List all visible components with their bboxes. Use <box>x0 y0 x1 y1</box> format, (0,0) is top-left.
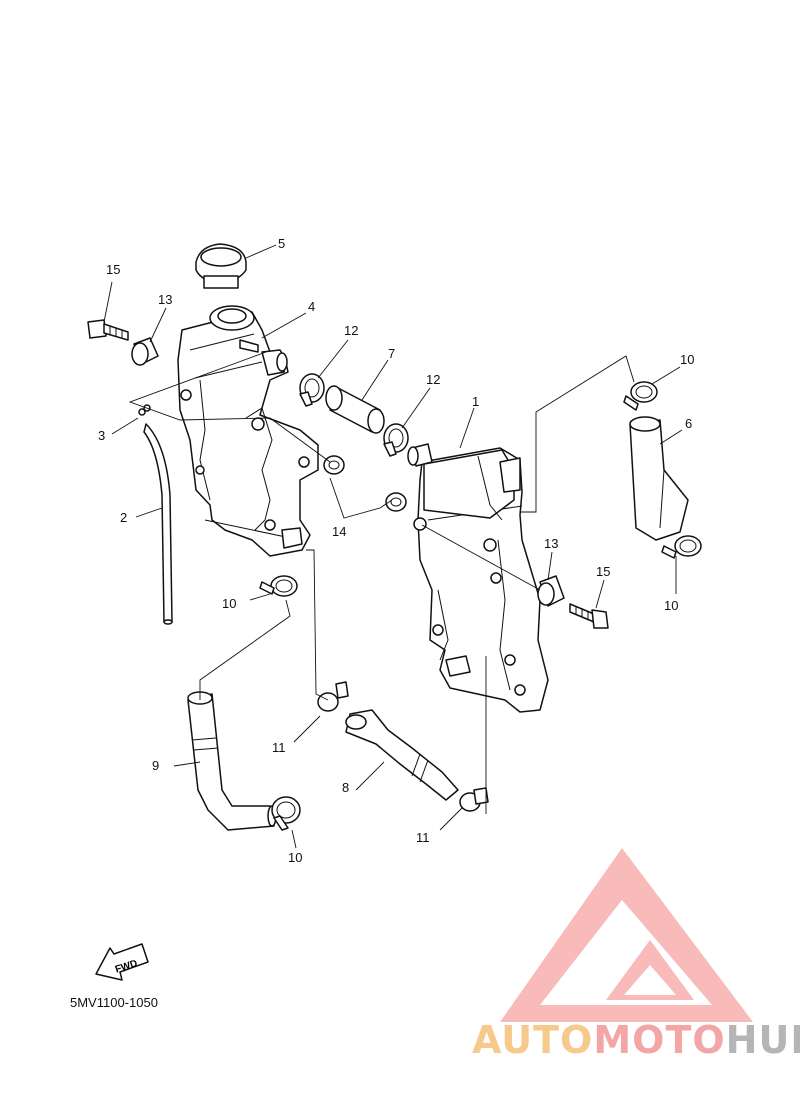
grommet-right-part <box>537 575 565 607</box>
watermark-text-moto: MOTO <box>593 1018 726 1062</box>
hose-clamp-12a-part <box>299 373 325 407</box>
callout-2: 2 <box>120 510 127 525</box>
callout-15-right: 15 <box>596 564 610 579</box>
callout-7: 7 <box>388 346 395 361</box>
callout-10-bottom: 10 <box>288 850 302 865</box>
watermark-logo-icon <box>500 848 753 1022</box>
callout-1: 1 <box>472 394 479 409</box>
callout-9: 9 <box>152 758 159 773</box>
watermark-text-hub: HUB <box>725 1018 800 1062</box>
hose-clamp-11-right-part <box>459 787 489 812</box>
callout-6: 6 <box>685 416 692 431</box>
callout-11-left: 11 <box>272 740 286 755</box>
bolt-right-part <box>569 603 609 629</box>
callout-11-right: 11 <box>416 830 430 845</box>
radiator-cap-part <box>195 243 247 289</box>
joint-hose-part <box>325 385 385 434</box>
callout-labels: 1 2 3 4 5 6 7 8 9 10 10 10 10 11 11 12 1… <box>98 236 694 865</box>
callout-15-left: 15 <box>106 262 120 277</box>
bolt-left-part <box>87 319 129 341</box>
callout-5: 5 <box>278 236 285 251</box>
breather-hose-part <box>143 423 173 625</box>
callout-10-right-lower: 10 <box>664 598 678 613</box>
callout-4: 4 <box>308 299 315 314</box>
callout-10-left-middle: 10 <box>222 596 236 611</box>
grommet-left-part <box>131 337 159 366</box>
callout-8: 8 <box>342 780 349 795</box>
hose-clamp-11-left-part <box>317 681 349 712</box>
collar-right-part <box>385 492 407 512</box>
radiator-hose-8-part <box>345 709 459 801</box>
leader-lines <box>103 244 683 849</box>
hose-clamp-10-left-middle-part <box>259 575 298 597</box>
radiator-hose-9-part <box>187 691 277 831</box>
hose-clamp-10-top-right-part <box>623 381 658 411</box>
watermark-text: AUTOMOTOHUB <box>472 1018 800 1062</box>
clip-part <box>138 404 151 416</box>
right-radiator <box>407 443 549 713</box>
radiator-hose-6-part <box>629 416 689 541</box>
callout-14: 14 <box>332 524 346 539</box>
callout-12-right: 12 <box>426 372 440 387</box>
watermark-text-auto: AUTO <box>472 1018 594 1062</box>
callout-12-left: 12 <box>344 323 358 338</box>
callout-13-right: 13 <box>544 536 558 551</box>
hose-clamp-10-right-lower-part <box>661 535 702 559</box>
diagram-code: 5MV1100-1050 <box>70 995 158 1010</box>
left-radiator <box>177 305 319 557</box>
hose-clamp-12b-part <box>383 423 409 457</box>
collar-left-part <box>323 455 345 475</box>
hose-clamp-10-bottom-part <box>271 796 301 831</box>
callout-10-top-right: 10 <box>680 352 694 367</box>
callout-3: 3 <box>98 428 105 443</box>
callout-13-left: 13 <box>158 292 172 307</box>
fwd-arrow-icon: FWD <box>95 943 149 981</box>
